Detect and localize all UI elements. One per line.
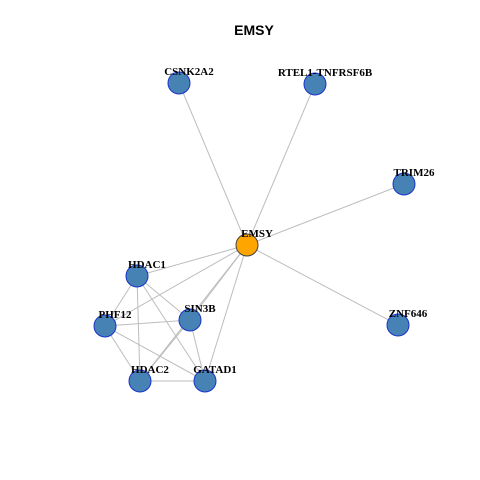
- node-hdac1[interactable]: HDAC1: [125, 259, 166, 288]
- node-label-sin3b: SIN3B: [184, 303, 216, 315]
- node-circle-gatad1[interactable]: [193, 369, 217, 393]
- edge-emsy-rtel1-tnfrsf6b: [246, 83, 316, 246]
- edge-emsy-hdac1: [136, 244, 248, 277]
- node-label-hdac1: HDAC1: [128, 259, 166, 271]
- edge-emsy-znf646: [246, 244, 399, 326]
- node-hdac2[interactable]: HDAC2: [128, 364, 169, 393]
- edge-hdac1-hdac2: [136, 275, 141, 382]
- node-circle-trim26[interactable]: [392, 172, 416, 196]
- node-label-csnk2a2: CSNK2A2: [164, 66, 214, 78]
- node-label-emsy: EMSY: [241, 228, 273, 240]
- node-circle-sin3b[interactable]: [178, 308, 202, 332]
- node-znf646[interactable]: ZNF646: [386, 308, 428, 337]
- edge-phf12-gatad1: [104, 325, 206, 382]
- edge-emsy-phf12: [104, 244, 248, 327]
- node-circle-znf646[interactable]: [386, 313, 410, 337]
- node-sin3b[interactable]: SIN3B: [178, 303, 216, 332]
- node-label-rtel1-tnfrsf6b: RTEL1-TNFRSF6B: [278, 67, 373, 79]
- node-circle-csnk2a2[interactable]: [167, 71, 191, 95]
- edge-sin3b-hdac2: [139, 319, 191, 382]
- node-emsy[interactable]: EMSY: [235, 228, 273, 257]
- node-circle-rtel1-tnfrsf6b[interactable]: [303, 72, 327, 96]
- edge-emsy-gatad1: [204, 244, 248, 382]
- node-layer: EMSY CSNK2A2 RTEL1-TNFRSF6B TRIM26HDAC1SIN3…: [93, 66, 435, 393]
- node-label-phf12: PHF12: [99, 309, 132, 321]
- node-gatad1[interactable]: GATAD1: [193, 364, 237, 393]
- edge-emsy-trim26: [246, 183, 405, 246]
- node-phf12[interactable]: PHF12: [93, 309, 132, 338]
- node-label-trim26: TRIM26: [394, 167, 435, 179]
- graph-title: EMSY: [234, 22, 274, 38]
- edge-emsy-csnk2a2: [178, 82, 248, 246]
- node-label-hdac2: HDAC2: [131, 364, 169, 376]
- node-label-gatad1: GATAD1: [193, 364, 237, 376]
- edge-hdac1-gatad1: [136, 275, 206, 382]
- node-circle-hdac1[interactable]: [125, 264, 149, 288]
- node-csnk2a2[interactable]: CSNK2A2: [164, 66, 214, 95]
- node-circle-hdac2[interactable]: [128, 369, 152, 393]
- edge-sin3b-phf12: [104, 319, 191, 327]
- node-circle-emsy[interactable]: [235, 233, 259, 257]
- node-rtel1-tnfrsf6b[interactable]: RTEL1-TNFRSF6B: [278, 67, 373, 96]
- node-label-znf646: ZNF646: [389, 308, 428, 320]
- node-circle-phf12[interactable]: [93, 314, 117, 338]
- node-trim26[interactable]: TRIM26: [392, 167, 435, 196]
